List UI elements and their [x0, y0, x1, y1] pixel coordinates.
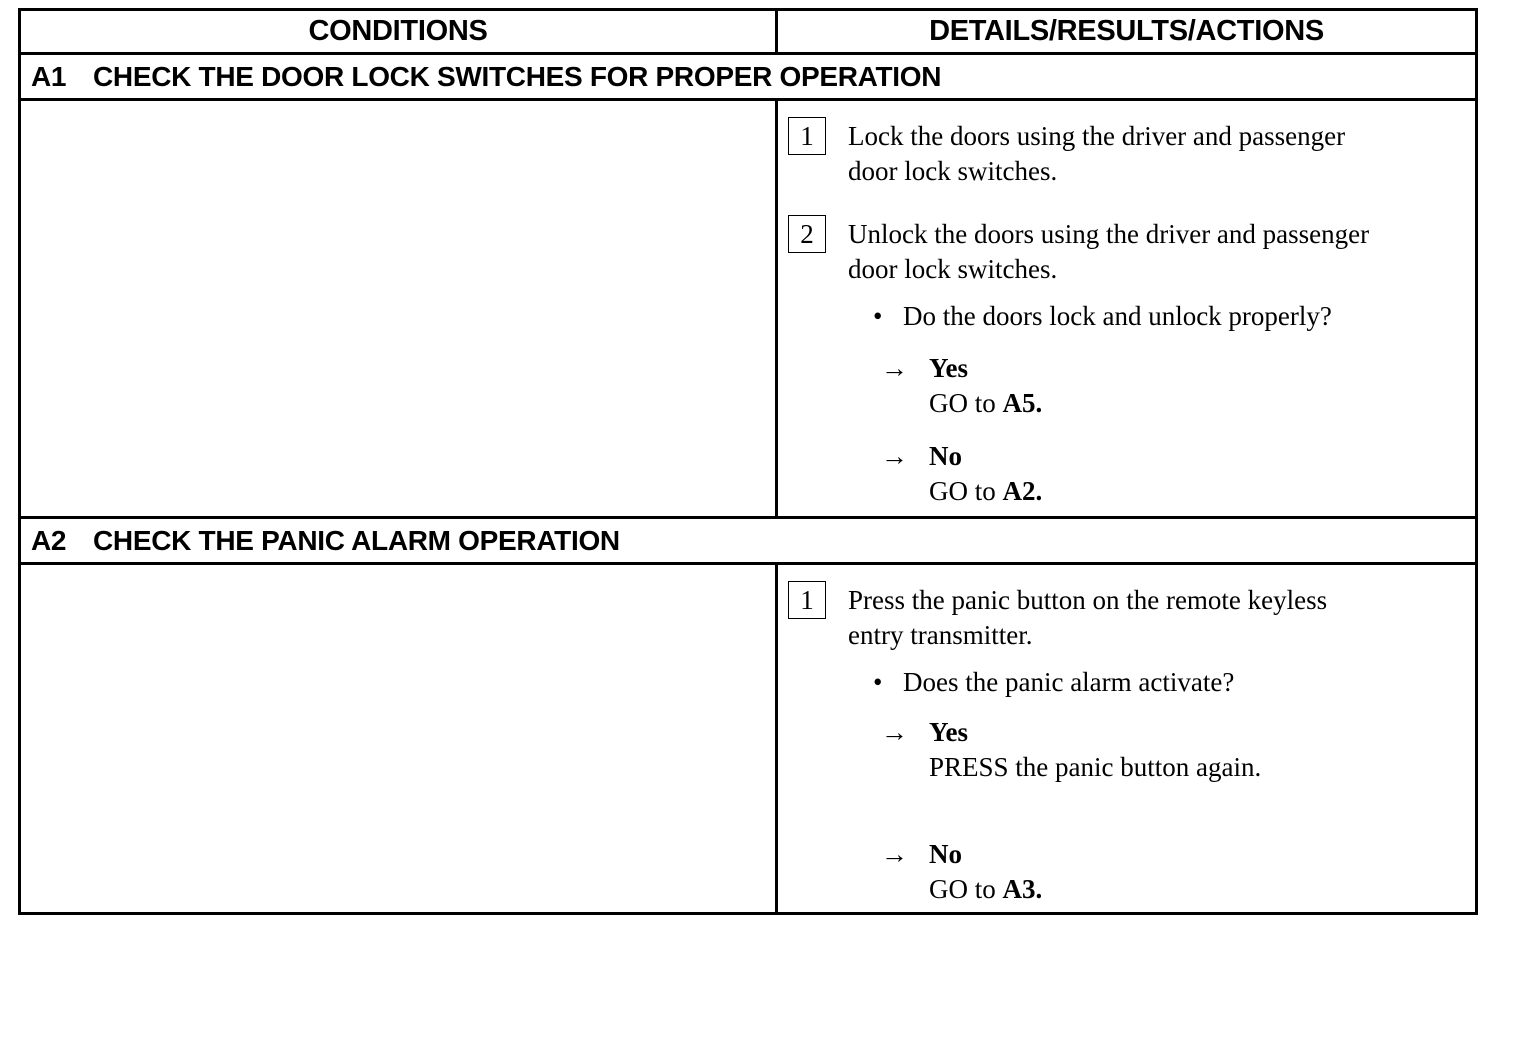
details-cell: 1 Press the panic button on the remote k…: [778, 565, 1475, 912]
action-prefix: GO to: [929, 476, 996, 506]
details-header: DETAILS/RESULTS/ACTIONS: [929, 15, 1324, 47]
answer-label: No: [929, 839, 962, 869]
diagnostic-table: CONDITIONS DETAILS/RESULTS/ACTIONS A1 CH…: [18, 8, 1478, 915]
question: • Do the doors lock and unlock properly?: [873, 299, 1332, 334]
answer-action: GO to A3.: [929, 872, 1042, 907]
answer-yes: → Yes PRESS the panic button again.: [881, 715, 1261, 785]
action-prefix: GO to: [929, 874, 996, 904]
action-prefix: GO to: [929, 388, 996, 418]
answer-action: GO to A5.: [929, 386, 1042, 421]
bullet-icon: •: [873, 667, 883, 697]
section-a2-body: 1 Press the panic button on the remote k…: [21, 565, 1475, 912]
step-text: Press the panic button on the remote key…: [848, 583, 1448, 653]
section-a1-title: A1 CHECK THE DOOR LOCK SWITCHES FOR PROP…: [21, 55, 1475, 101]
answer-label: Yes: [929, 717, 968, 747]
step-line: Press the panic button on the remote key…: [848, 585, 1328, 615]
conditions-cell: [21, 101, 778, 516]
section-code: A1: [31, 60, 67, 92]
step-line: entry transmitter.: [848, 620, 1033, 650]
conditions-header: CONDITIONS: [21, 11, 778, 52]
section-code: A2: [31, 524, 67, 556]
section-a1-body: 1 Lock the doors using the driver and pa…: [21, 101, 1475, 519]
question-text: Do the doors lock and unlock properly?: [903, 301, 1332, 331]
answer-label: Yes: [929, 353, 968, 383]
table-header: CONDITIONS DETAILS/RESULTS/ACTIONS: [21, 11, 1475, 55]
question-text: Does the panic alarm activate?: [903, 667, 1235, 697]
step-number-box: 1: [788, 581, 826, 619]
conditions-cell: [21, 565, 778, 912]
question: • Does the panic alarm activate?: [873, 665, 1234, 700]
step-number-box: 1: [788, 117, 826, 155]
arrow-right-icon: →: [881, 441, 908, 471]
answer-no: → No GO to A2.: [881, 439, 1042, 509]
action-target: A3.: [1002, 874, 1043, 904]
section-title-text: CHECK THE DOOR LOCK SWITCHES FOR PROPER …: [93, 60, 942, 92]
section-title-text: CHECK THE PANIC ALARM OPERATION: [93, 524, 620, 556]
details-cell: 1 Lock the doors using the driver and pa…: [778, 101, 1475, 516]
section-a2-title: A2 CHECK THE PANIC ALARM OPERATION: [21, 519, 1475, 565]
step-number-box: 2: [788, 215, 826, 253]
arrow-right-icon: →: [881, 353, 908, 383]
step-line: Unlock the doors using the driver and pa…: [848, 219, 1370, 249]
answer-action: GO to A2.: [929, 474, 1042, 509]
step-line: Lock the doors using the driver and pass…: [848, 121, 1346, 151]
arrow-right-icon: →: [881, 839, 908, 869]
answer-label: No: [929, 441, 962, 471]
step-line: door lock switches.: [848, 254, 1058, 284]
bullet-icon: •: [873, 301, 883, 331]
answer-action: PRESS the panic button again.: [929, 752, 1262, 782]
step-text: Lock the doors using the driver and pass…: [848, 119, 1448, 189]
step-2: 2 Unlock the doors using the driver and …: [788, 215, 1448, 287]
step-line: door lock switches.: [848, 156, 1058, 186]
action-target: A5.: [1002, 388, 1043, 418]
action-target: A2.: [1002, 476, 1043, 506]
step-1: 1 Press the panic button on the remote k…: [788, 581, 1448, 653]
step-1: 1 Lock the doors using the driver and pa…: [788, 117, 1448, 189]
answer-no: → No GO to A3.: [881, 837, 1042, 907]
arrow-right-icon: →: [881, 717, 908, 747]
answer-yes: → Yes GO to A5.: [881, 351, 1042, 421]
step-text: Unlock the doors using the driver and pa…: [848, 217, 1448, 287]
